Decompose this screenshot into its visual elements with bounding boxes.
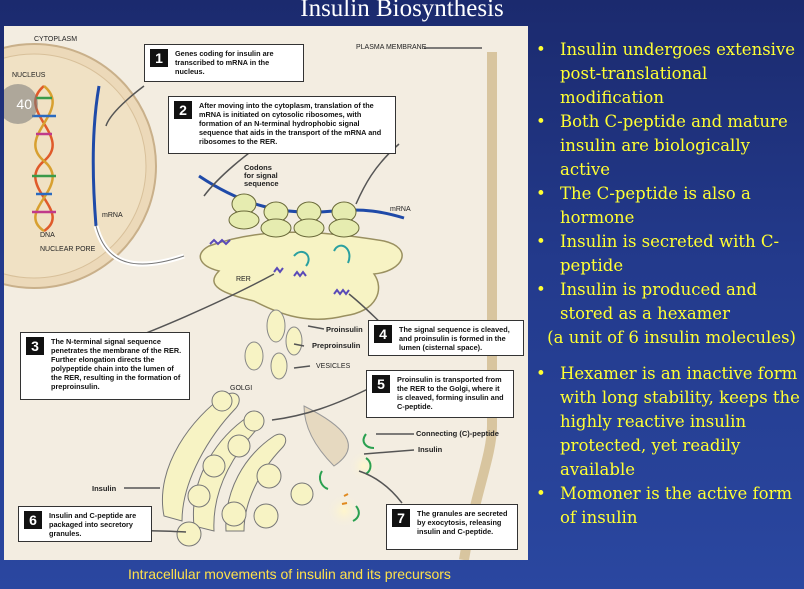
label-insulin-left: Insulin [92, 484, 117, 493]
plasma-membrane [459, 52, 497, 560]
bullet-dot-icon: • [536, 280, 546, 299]
bullet-item: • Insulin is produced and stored as a hex… [536, 278, 800, 326]
diagram-caption: Intracellular movements of insulin and i… [128, 566, 451, 582]
golgi-granules [176, 390, 314, 547]
callout-text: The granules are secreted by exocytosis,… [417, 509, 508, 536]
callout-step-5: 5 Proinsulin is transported from the RER… [366, 370, 514, 418]
step-number: 2 [174, 101, 192, 119]
label-cytoplasm: CYTOPLASM [34, 36, 78, 43]
callout-text: The N-terminal signal sequence penetrate… [51, 337, 182, 391]
label-dna: DNA [40, 232, 55, 239]
callout-step-6: 6 Insulin and C-peptide are packaged int… [18, 506, 152, 542]
label-codons: Codons for signal sequence [244, 163, 279, 188]
bullet-text: Insulin is produced and stored as a hexa… [560, 280, 758, 323]
bullet-dot-icon: • [536, 484, 546, 503]
insulin-biosynthesis-diagram: 40 CYTOPLASM NUCLEUS PLASMA MEMBRANE DNA… [4, 26, 528, 560]
vesicles [244, 309, 303, 380]
bullet-text: Insulin undergoes extensive post-transla… [560, 40, 796, 107]
label-proinsulin: Proinsulin [326, 325, 363, 334]
callout-text: After moving into the cytoplasm, transla… [199, 101, 382, 146]
diagram-artwork [4, 43, 497, 560]
label-connecting-peptide: Connecting (C)-peptide [416, 429, 499, 438]
label-rer: RER [236, 276, 251, 283]
mrna-strand-nucleus [91, 85, 101, 227]
label-nuclear-pore: NUCLEAR PORE [40, 246, 96, 253]
bullet-text: Hexamer is an inactive form with long st… [560, 364, 800, 479]
bullet-item: • Insulin undergoes extensive post-transl… [536, 38, 800, 110]
insulin-molecules [318, 433, 375, 522]
callout-text: Genes coding for insulin are transcribed… [175, 49, 274, 76]
bullet-dot-icon: • [536, 112, 546, 131]
bullet-text: Both C-peptide and mature insulin are bi… [560, 112, 788, 179]
bullet-list: • Insulin undergoes extensive post-transl… [536, 38, 800, 530]
callout-step-7: 7 The granules are secreted by exocytosi… [386, 504, 518, 550]
label-insulin-right: Insulin [418, 445, 443, 454]
callout-step-2: 2 After moving into the cytoplasm, trans… [168, 96, 396, 154]
bullet-dot-icon: • [536, 232, 546, 251]
bullet-text: The C-peptide is also a hormone [560, 184, 751, 227]
slide-number-badge: 40 [4, 84, 38, 124]
callout-text: Proinsulin is transported from the RER t… [397, 375, 504, 411]
bullet-continuation: (a unit of 6 insulin molecules) [547, 328, 796, 347]
bullet-text: Insulin is secreted with C-peptide [560, 232, 780, 275]
step-number: 6 [24, 511, 42, 529]
callout-step-4: 4 The signal sequence is cleaved, and pr… [368, 320, 524, 356]
callout-step-3: 3 The N-terminal signal sequence penetra… [20, 332, 190, 400]
label-mrna-cytoplasm: mRNA [390, 206, 411, 213]
bullet-item: • Hexamer is an inactive form with long s… [536, 362, 800, 482]
step-number: 5 [372, 375, 390, 393]
label-golgi: GOLGI [230, 385, 253, 392]
callout-text: The signal sequence is cleaved, and proi… [399, 325, 510, 352]
bullet-text: Momoner is the active form of insulin [560, 484, 793, 527]
step-number: 1 [150, 49, 168, 67]
mrna-strand-cytoplasm [198, 174, 405, 220]
label-nucleus: NUCLEUS [12, 72, 46, 79]
bullet-item: • Both C-peptide and mature insulin are b… [536, 110, 800, 182]
callout-text: Insulin and C-peptide are packaged into … [49, 511, 137, 538]
ribosomes [228, 193, 360, 238]
label-vesicles: VESICLES [316, 363, 351, 370]
bullet-item: • Insulin is secreted with C-peptide [536, 230, 800, 278]
label-mrna-nucleus: mRNA [102, 212, 123, 219]
label-plasma-membrane: PLASMA MEMBRANE [356, 44, 427, 51]
slide-title: Insulin Biosynthesis [300, 0, 504, 22]
step-number: 4 [374, 325, 392, 343]
bullet-item: • The C-peptide is also a hormone [536, 182, 800, 230]
callout-step-1: 1 Genes coding for insulin are transcrib… [144, 44, 304, 82]
signal-peptides [209, 238, 350, 296]
bullet-dot-icon: • [536, 364, 546, 383]
step-number: 3 [26, 337, 44, 355]
bullet-dot-icon: • [536, 184, 546, 203]
bullet-item: • Momoner is the active form of insulin [536, 482, 800, 530]
bullet-gap [536, 350, 800, 362]
label-preproinsulin: Preproinsulin [312, 341, 361, 350]
bullet-dot-icon: • [536, 40, 546, 59]
step-number: 7 [392, 509, 410, 527]
